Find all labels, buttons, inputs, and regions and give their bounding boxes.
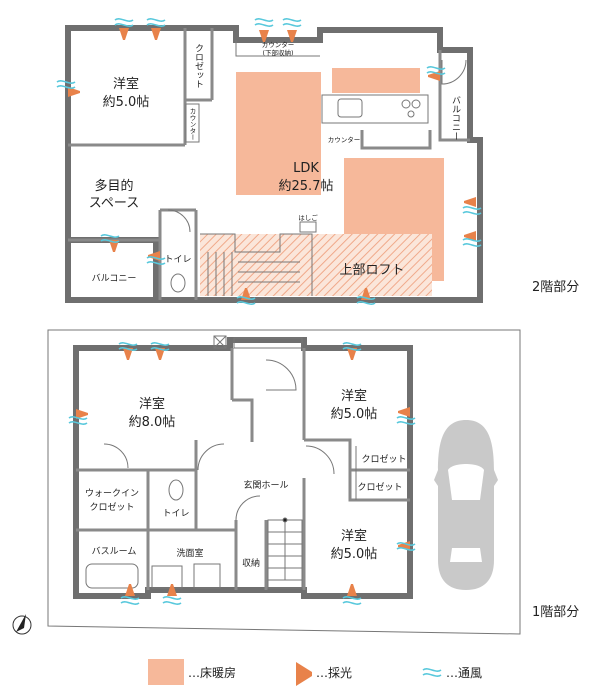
room-name: 洋室 bbox=[139, 396, 165, 412]
legend-heating-swatch bbox=[148, 659, 184, 685]
legend-ventilation-icon bbox=[422, 668, 442, 677]
kitchen-wall bbox=[360, 130, 432, 150]
room-name: 玄関ホール bbox=[243, 479, 288, 491]
room-size: 約8.0帖 bbox=[129, 415, 176, 430]
stairs bbox=[200, 233, 313, 296]
balcony-wall bbox=[65, 240, 156, 303]
floor-1: 洋室 約8.0帖 洋室 約5.0帖 クロゼット クロゼット ウォークイン クロゼ… bbox=[12, 329, 579, 635]
room-name: クロゼット bbox=[361, 453, 406, 465]
room-name: バルコニー bbox=[92, 273, 137, 284]
interior-wall bbox=[438, 50, 470, 142]
door-icon bbox=[197, 443, 225, 471]
room-name: 洋室 bbox=[341, 388, 367, 404]
stove-icon bbox=[401, 99, 411, 109]
stairs bbox=[267, 517, 303, 589]
room-name: カウンター bbox=[188, 107, 196, 140]
room-size: 約25.7帖 bbox=[279, 179, 334, 194]
room-name: カウンター bbox=[328, 135, 361, 144]
room-name: トイレ bbox=[162, 509, 189, 519]
room-name: スペース bbox=[89, 196, 139, 211]
door-icon bbox=[103, 443, 129, 469]
room-name: カウンター bbox=[262, 40, 295, 49]
loft-area bbox=[200, 234, 432, 296]
washer-icon bbox=[193, 563, 221, 589]
room-name: ウォークイン bbox=[85, 488, 139, 499]
legend-lighting-label: …採光 bbox=[316, 666, 352, 680]
entrance-step bbox=[233, 337, 303, 349]
room-name: はしご bbox=[298, 213, 318, 222]
counter-outline bbox=[235, 40, 320, 57]
interior-wall bbox=[232, 398, 254, 442]
room-name: 上部ロフト bbox=[339, 263, 404, 278]
site-boundary bbox=[47, 329, 521, 635]
room-size: 約5.0帖 bbox=[331, 547, 378, 562]
ladder-icon bbox=[299, 221, 317, 233]
stove-icon bbox=[407, 110, 415, 118]
kitchen-counter bbox=[321, 94, 429, 124]
room-size: 約5.0帖 bbox=[331, 407, 378, 422]
bathtub-icon bbox=[85, 563, 139, 589]
room-name: 多目的 bbox=[94, 178, 133, 194]
room-name: バルコニー bbox=[450, 95, 461, 140]
room-name: クロゼット bbox=[193, 43, 204, 88]
stove-icon bbox=[411, 99, 421, 109]
toilet-icon bbox=[170, 273, 186, 293]
toilet-icon bbox=[168, 479, 184, 501]
room-name: クロゼット bbox=[89, 501, 134, 513]
room-name: 洋室 bbox=[341, 528, 367, 544]
room-name: バスルーム bbox=[92, 546, 137, 557]
legend-heating-label: …床暖房 bbox=[188, 665, 236, 680]
door-icon bbox=[265, 359, 297, 391]
sink-icon bbox=[337, 98, 363, 118]
washbasin-icon bbox=[151, 565, 183, 589]
door-icon bbox=[167, 209, 191, 233]
room-name: 洗面室 bbox=[176, 547, 203, 559]
legend-lighting-icon bbox=[296, 662, 312, 686]
room-name: 収納 bbox=[242, 557, 260, 569]
room-name: クロゼット bbox=[357, 481, 402, 493]
room-name: トイレ bbox=[164, 255, 191, 265]
shoe-box bbox=[213, 335, 227, 349]
floor-2: 洋室 約5.0帖 クロゼット カウンター (下部収納) カウンター カウンター … bbox=[56, 18, 579, 305]
counter-small bbox=[185, 103, 200, 143]
floor-heating-area bbox=[332, 68, 420, 93]
room-name: LDK bbox=[293, 161, 319, 176]
room-name: 洋室 bbox=[113, 76, 139, 92]
exterior-wall bbox=[65, 25, 483, 303]
exterior-wall bbox=[73, 337, 413, 599]
floor-heating-area bbox=[236, 72, 321, 195]
floor-label: 2階部分 bbox=[532, 280, 579, 295]
balcony-door-icon bbox=[441, 59, 467, 85]
door-icon bbox=[305, 445, 335, 475]
floor-label: 1階部分 bbox=[532, 605, 579, 620]
legend: …床暖房 …採光 …通風 bbox=[148, 659, 482, 686]
room-name: (下部収納) bbox=[262, 48, 293, 57]
car-icon bbox=[434, 420, 498, 590]
legend-ventilation-label: …通風 bbox=[446, 666, 482, 680]
door-icon bbox=[235, 495, 261, 521]
north-arrow-icon bbox=[12, 614, 32, 635]
room-size: 約5.0帖 bbox=[103, 95, 150, 110]
